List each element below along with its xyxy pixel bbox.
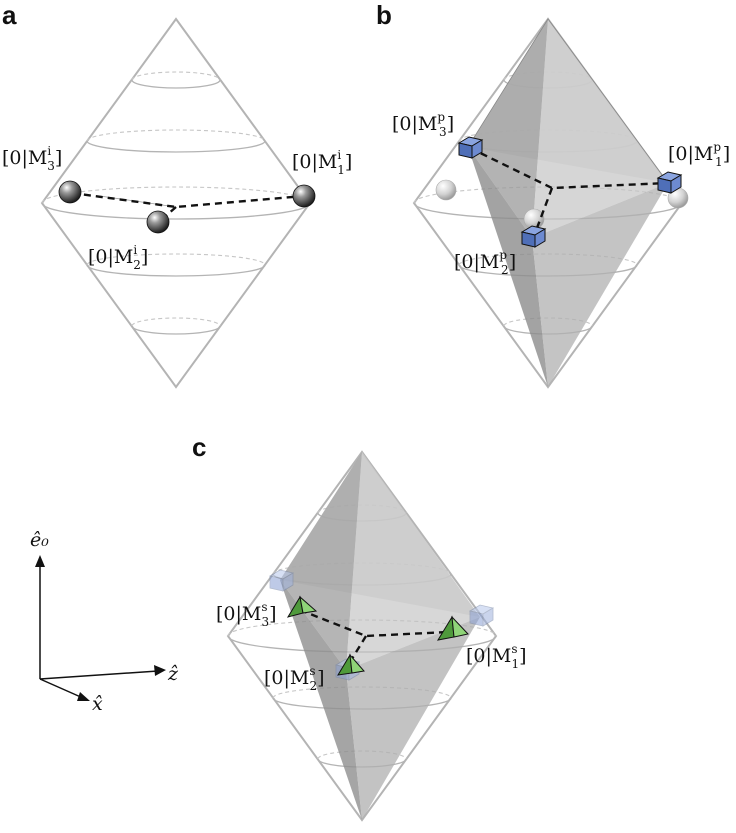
cube-ghost-m1 (468, 604, 495, 627)
sphere-marker-m3 (58, 180, 82, 204)
sphere-marker-m1 (292, 184, 316, 208)
bipyramid-b (467, 18, 669, 387)
panel-b: b (376, 0, 730, 389)
cube-marker-m3 (457, 136, 484, 159)
axis-x-line (39, 678, 84, 699)
bipyramid-c (280, 452, 480, 820)
axes-triad: ê₀ ẑ x̂ (30, 529, 179, 715)
pyramid-marker-m1 (436, 615, 469, 641)
panel-c-letter: c (192, 432, 206, 462)
axis-e0-arrowhead (35, 555, 45, 567)
cube-marker-m1 (656, 171, 683, 194)
cube-ghost-m3 (268, 569, 295, 592)
panel-b-letter: b (376, 0, 392, 30)
cone-outline (40, 17, 312, 389)
axis-x-label: x̂ (92, 693, 103, 715)
pyramid-marker-m2 (337, 653, 365, 676)
cube-marker-m2 (520, 225, 547, 248)
axis-z-arrowhead (154, 665, 166, 676)
pyramid-marker-m3 (286, 595, 318, 618)
sphere-ghost-m3 (435, 179, 457, 201)
axis-z-line (39, 670, 159, 680)
axis-z-label: ẑ (167, 663, 179, 685)
double-cone-a (40, 17, 312, 389)
sphere-marker-m2 (146, 210, 170, 234)
axis-e0-label: ê₀ (30, 529, 49, 551)
panel-c: c (192, 432, 527, 822)
panel-a-letter: a (2, 0, 17, 30)
axis-x-arrowhead (77, 692, 90, 701)
